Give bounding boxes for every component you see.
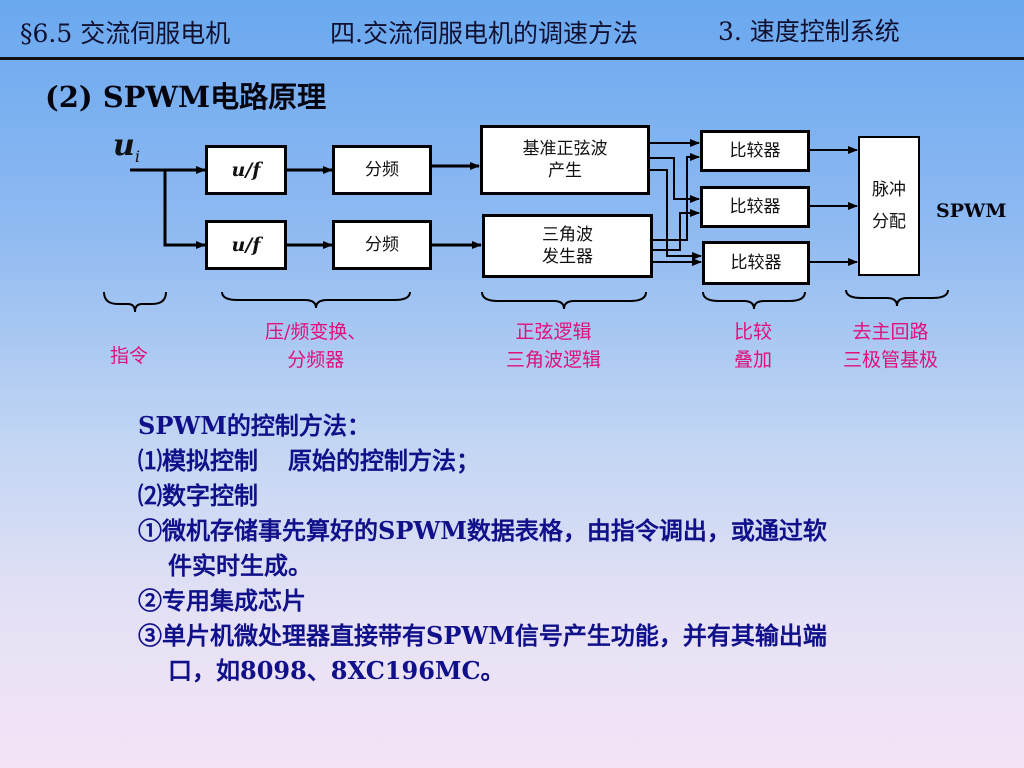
comparator-2: 比较器 [700,186,810,228]
sine-reference-generator: 基准正弦波 产生 [480,125,650,195]
block-diagram-wires [103,139,949,313]
annotation-compare-line-2: 叠加 [734,349,773,371]
triangle-wave-generator: 三角波 发生器 [482,214,653,278]
brace-command [103,291,167,313]
annotation-drive-line-2: 三极管基极 [843,349,939,371]
comparator-3: 比较器 [702,241,810,285]
header-divider [0,57,1024,60]
uf-converter-top: u/f [205,145,287,195]
triangle-generator-label-1: 三角波 [542,225,593,245]
brace-drive [845,289,949,307]
triangle-generator-label-2: 发生器 [542,247,593,267]
input-signal-label: ui [113,128,140,166]
brace-compare [702,291,806,310]
annotation-vf-line-2: 分频器 [287,349,345,371]
header-chapter-title: 四.交流伺服电机的调速方法 [330,19,638,48]
wire-sine-comp2 [650,157,700,203]
sine-generator-label-2: 产生 [548,161,582,181]
brace-vf [221,291,411,309]
uf-converter-bottom: u/f [205,220,287,270]
annotation-logic: 正弦逻辑 三角波逻辑 [506,318,601,374]
brace-logic [481,291,647,310]
method-analog: ⑴模拟控制 原始的控制方法； [138,443,827,478]
annotation-logic-line-2: 三角波逻辑 [506,349,602,371]
sine-generator-label-1: 基准正弦波 [522,139,608,159]
pulse-distributor-label-2: 分配 [872,212,906,232]
method-digital: ⑵数字控制 [138,481,258,510]
annotation-vf-line-1: 压/频变换、 [265,321,367,343]
method-digital-sub1-line1: ①微机存储事先算好的SPWM数据表格，由指令调出，或通过软 [138,516,827,545]
method-analog-desc: 原始的控制方法； [288,446,480,475]
method-analog-label: ⑴模拟控制 [138,446,258,475]
spwm-output-label: SPWM [936,200,1007,222]
annotation-command: 指令 [110,345,149,367]
header-section-title: §6.5 交流伺服电机 [20,19,231,48]
method-digital-sub1-line2: 件实时生成。 [168,551,312,580]
header-subsection-title: 3. 速度控制系统 [718,17,900,46]
control-methods-list: SPWM的控制方法： ⑴模拟控制 原始的控制方法； ⑵数字控制 ①微机存储事先算好… [138,408,827,688]
pulse-distributor: 脉冲 分配 [858,136,920,276]
annotation-compare-line-1: 比较 [734,321,773,343]
method-digital-sub2: ②专用集成芯片 [138,586,306,615]
slide-header: §6.5 交流伺服电机 四.交流伺服电机的调速方法 3. 速度控制系统 [0,0,1024,60]
slide-subtitle: (2) SPWM电路原理 [45,80,327,114]
method-digital-sub3-line1: ③单片机微处理器直接带有SPWM信号产生功能，并有其输出端 [138,621,827,650]
annotation-compare: 比较 叠加 [734,318,772,374]
frequency-divider-top: 分频 [332,145,432,195]
annotation-logic-line-1: 正弦逻辑 [515,321,592,343]
wire-input-branch [163,170,206,249]
wire-tri-comp2 [653,209,700,251]
wire-tri-comp1 [653,153,700,241]
annotation-vf-divider: 压/频变换、 分频器 [265,318,366,374]
wire-sine-comp3 [650,169,702,260]
frequency-divider-bottom: 分频 [332,220,432,270]
methods-heading: SPWM的控制方法： [138,411,371,440]
annotation-drive: 去主回路 三极管基极 [843,318,938,374]
comparator-1: 比较器 [700,130,810,172]
annotation-drive-line-1: 去主回路 [852,321,929,343]
method-digital-sub3-line2: 口，如8098、8XC196MC。 [168,656,505,685]
pulse-distributor-label-1: 脉冲 [872,180,906,200]
